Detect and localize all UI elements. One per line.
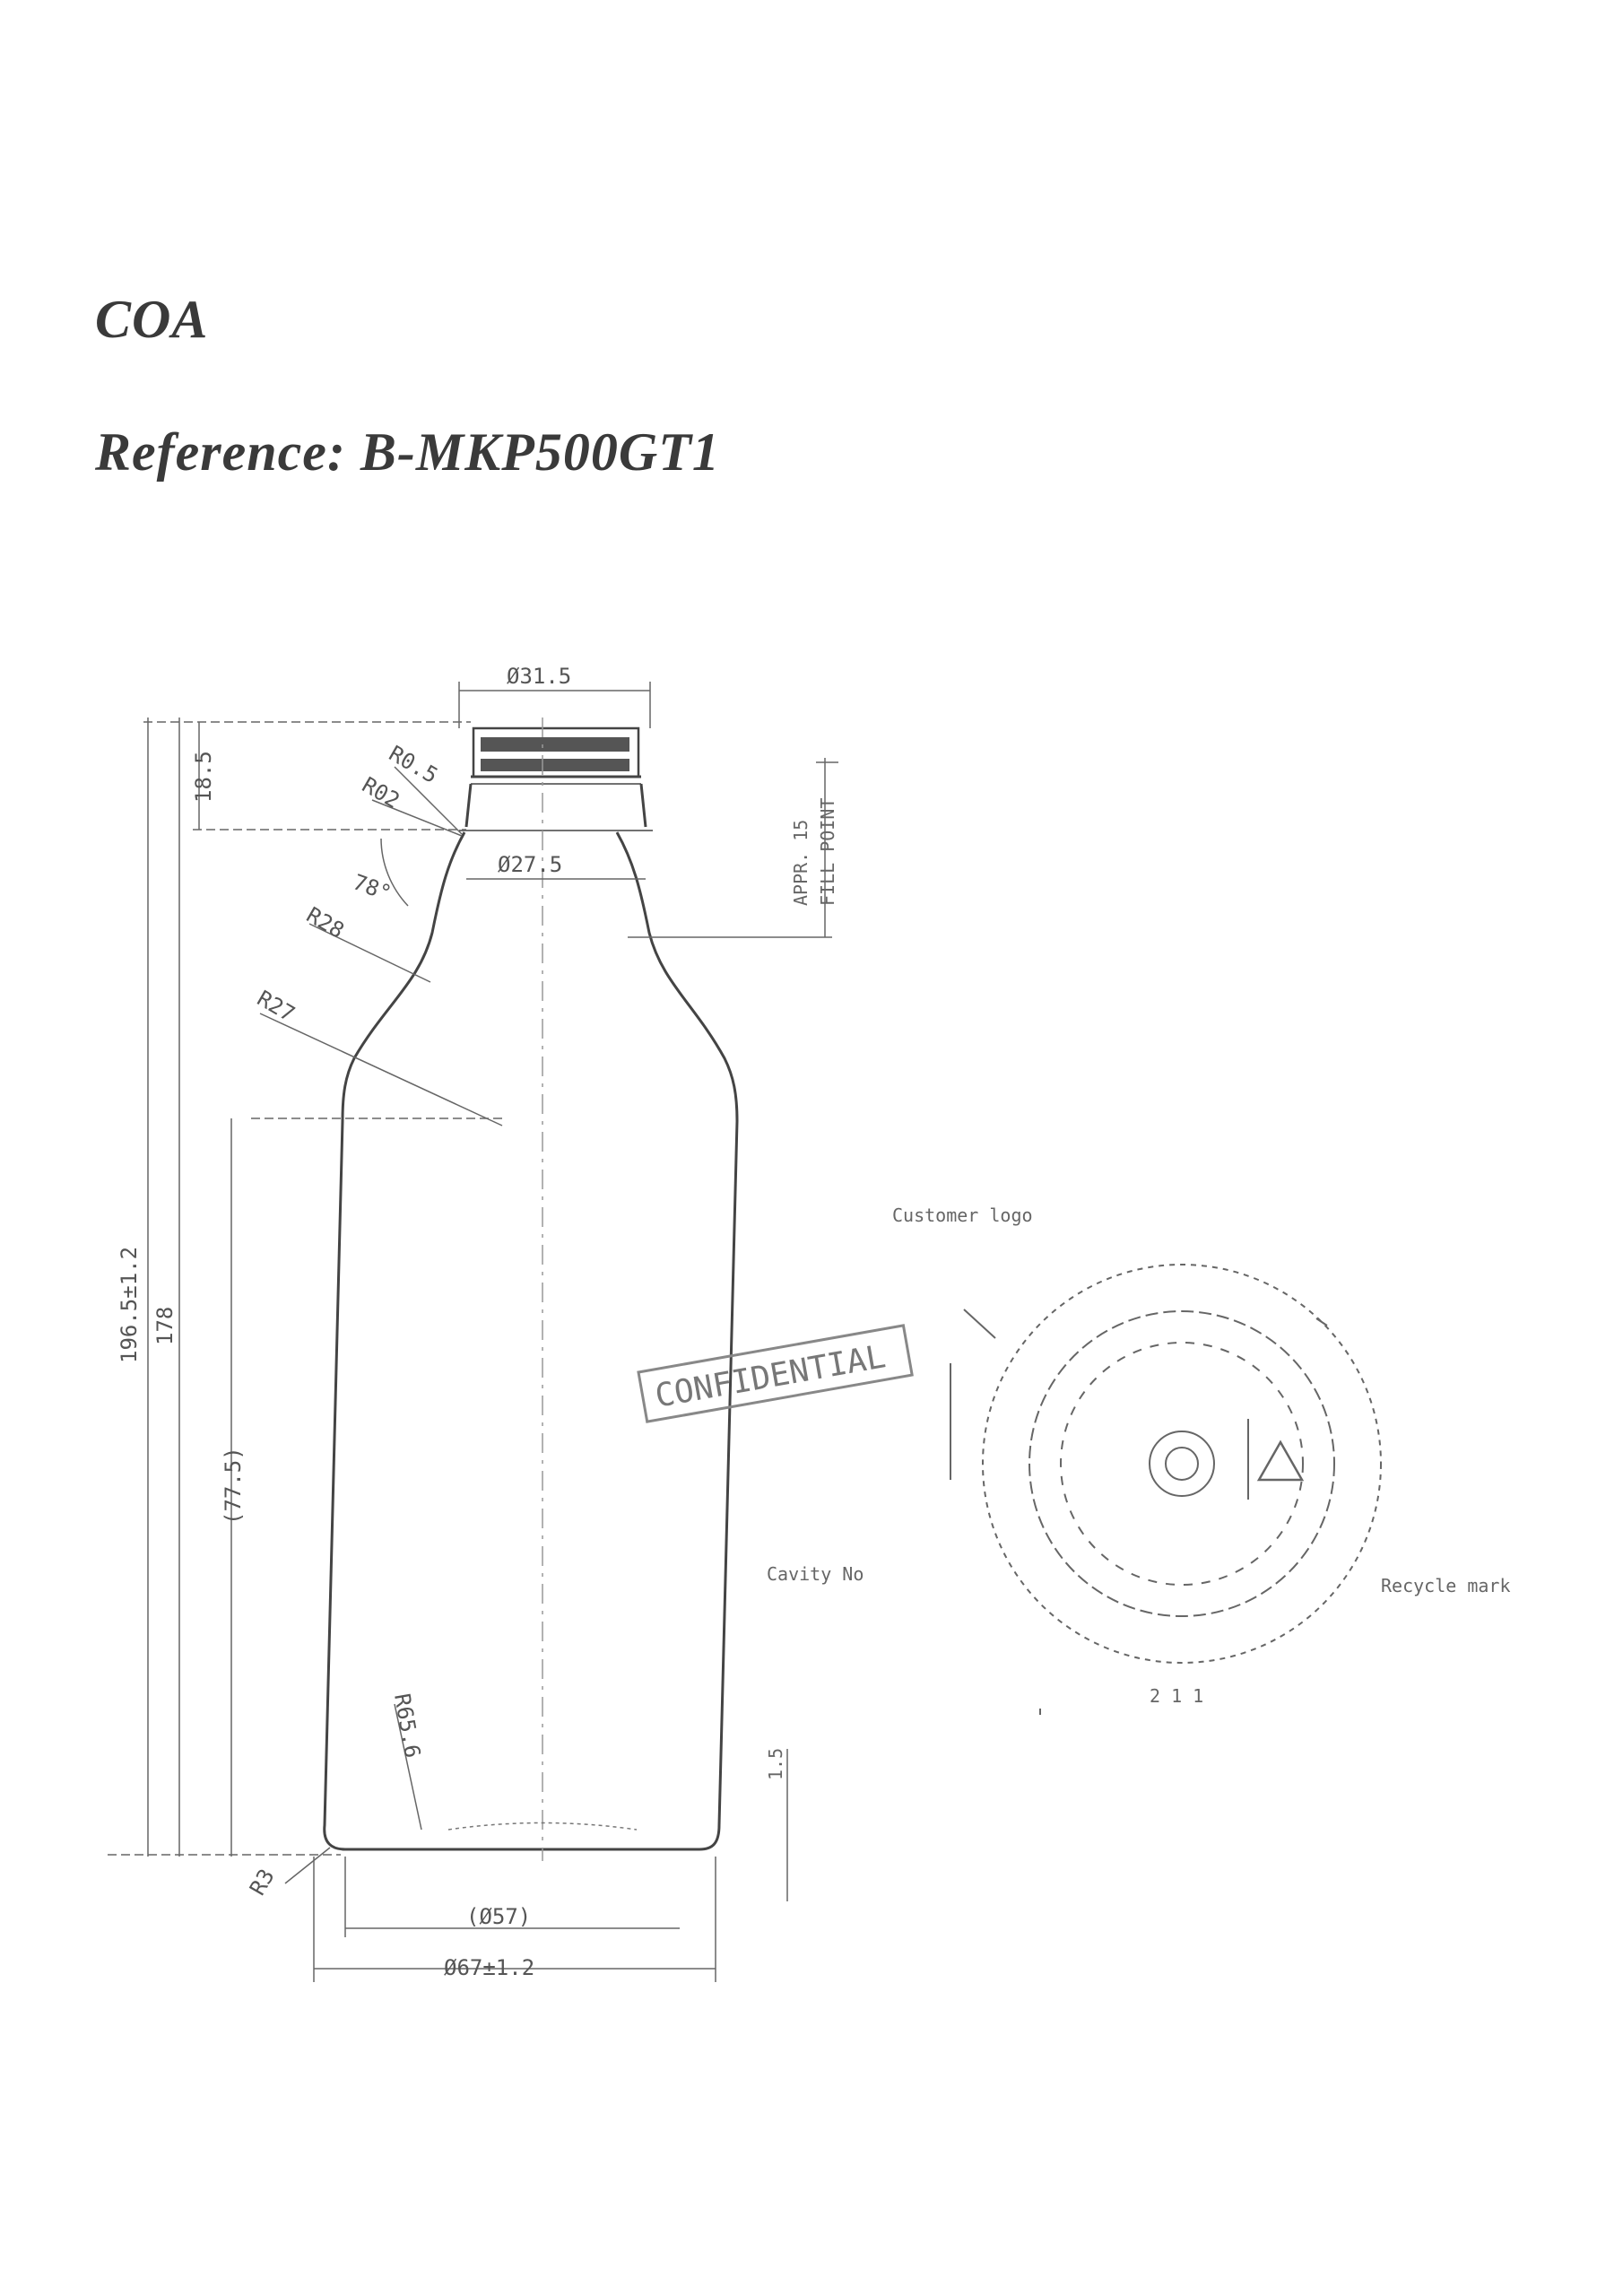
bottom-view (950, 1264, 1382, 1715)
dim-label-height: (77.5) (221, 1447, 246, 1525)
dim-height-178: 178 (152, 1307, 178, 1345)
document-title: COA (95, 290, 209, 349)
dim-base-push: 1.5 (765, 1748, 786, 1780)
dim-base-diameter: (Ø57) (466, 1904, 531, 1929)
recycle-mark-label: Recycle mark (1381, 1575, 1511, 1596)
dim-body-diameter: Ø67±1.2 (444, 1955, 534, 1980)
customer-logo-label: Customer logo (892, 1205, 1033, 1226)
cavity-no-label: Cavity No (767, 1563, 864, 1585)
dim-radius-r28: R28 (302, 902, 349, 944)
dim-finish-diameter: Ø31.5 (507, 664, 571, 689)
bottom-dimension: 2 1 1 (1150, 1685, 1203, 1707)
dim-finish-height: 18.5 (191, 751, 216, 803)
dim-neck-diameter: Ø27.5 (498, 852, 562, 877)
reference-line: Reference: B-MKP500GT1 (95, 422, 720, 482)
dim-base-radius: R65.6 (389, 1692, 425, 1760)
confidential-stamp: CONFIDENTIAL (637, 1324, 914, 1423)
dim-radius-r27: R27 (253, 986, 299, 1027)
dim-radius-r02: R02 (358, 772, 404, 813)
dimension-lines (108, 682, 838, 1982)
dim-radius-r0-5: R0.5 (385, 741, 442, 788)
dim-overall-height: 196.5±1.2 (117, 1247, 142, 1363)
fill-point-line-1: APPR. 15 (790, 820, 812, 906)
bottle-outline (323, 726, 739, 1851)
base-push-up (447, 1822, 638, 1831)
fill-point-line-2: FILL POINT (817, 798, 838, 906)
dim-heel-radius: R3 (245, 1865, 280, 1900)
